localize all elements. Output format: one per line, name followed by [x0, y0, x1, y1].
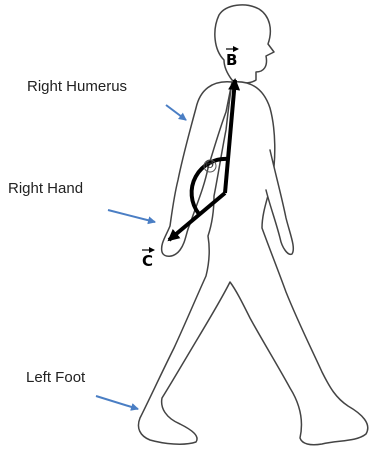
pointer-arrow-foot — [96, 396, 138, 409]
angle-theta-label: Θ — [205, 158, 214, 171]
label-right-hand: Right Hand — [8, 180, 83, 197]
vector-c-label: C — [142, 252, 153, 270]
label-left-foot: Left Foot — [26, 369, 85, 386]
head-outline — [215, 5, 274, 83]
body-outline — [138, 5, 367, 445]
pointer-arrow-hand — [108, 210, 155, 222]
label-right-humerus: Right Humerus — [27, 78, 127, 95]
torso-legs-outline — [138, 82, 367, 445]
vector-b-label: B — [226, 51, 237, 69]
left-arm-outline — [266, 150, 293, 254]
pointer-arrow-humerus — [166, 105, 186, 120]
